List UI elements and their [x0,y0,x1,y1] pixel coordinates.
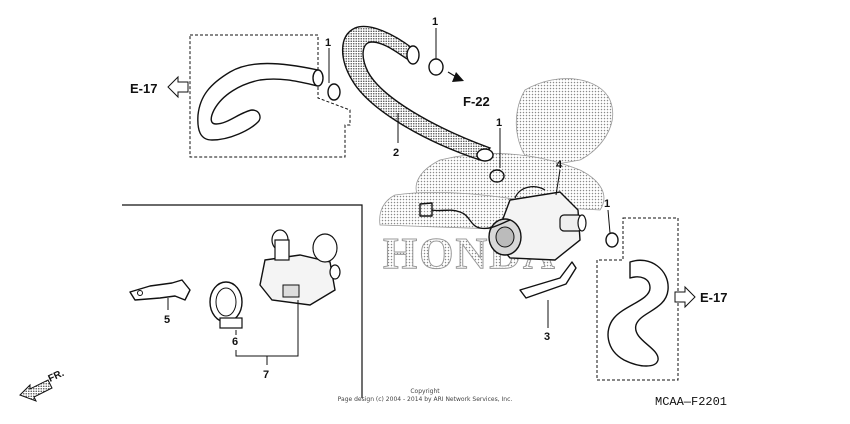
hollow-arrow-left-icon [167,75,189,99]
valve-connector [419,202,433,217]
valve-bracket-3[interactable] [519,261,577,299]
reed-valve-7[interactable] [259,229,341,306]
control-valve-4[interactable] [488,186,587,261]
copyright-line-1: Copyright [410,388,440,395]
callout-4: 4 [556,159,563,171]
left-hose-group [189,34,351,158]
copyright-line-2: Page design (c) 2004 - 2014 by ARI Netwo… [338,396,513,403]
stay-5-hole [137,290,143,296]
callout-7: 7 [263,369,269,381]
leader-4 [555,169,561,196]
callout-1b: 1 [432,16,438,28]
ref-e17-right[interactable]: E-17 [700,290,727,305]
leader-7-bracket [235,300,299,357]
hollow-arrow-right-icon [674,285,696,309]
arrow-right-icon [447,71,464,82]
callout-3: 3 [544,331,550,343]
callout-6: 6 [232,336,238,348]
front-direction-label: FR. [47,368,66,385]
hose-clip-left[interactable] [327,83,341,101]
left-hose[interactable] [197,62,319,141]
callout-1c: 1 [496,117,502,129]
right-hose[interactable] [607,259,669,367]
hose-clip-right[interactable] [605,232,619,248]
left-dashed-frame [189,34,351,158]
callout-1d: 1 [604,198,610,210]
kit-box-frame [122,204,363,398]
diagram-code: MCAA—F2201 [655,395,727,409]
callout-5: 5 [164,314,170,326]
hose-clip-center[interactable] [489,169,505,183]
right-dashed-frame [596,217,679,381]
front-arrow-icon [19,379,53,402]
hose-2-end-upper [406,45,420,65]
leader-1d [607,209,611,234]
hose-clip-upper[interactable] [428,58,444,76]
honda-wing-watermark [379,78,614,231]
callout-2: 2 [393,147,399,159]
ref-e17-left[interactable]: E-17 [130,81,157,96]
callout-1a: 1 [325,37,331,49]
air-hose-2[interactable] [342,25,494,162]
band-6[interactable] [209,281,243,329]
left-hose-end [312,69,324,87]
right-hose-group [596,209,679,381]
stay-5[interactable] [129,279,191,301]
valve-wire-lead [431,209,511,230]
ref-f22[interactable]: F-22 [463,94,490,109]
hose-2-end-lower [476,148,494,162]
